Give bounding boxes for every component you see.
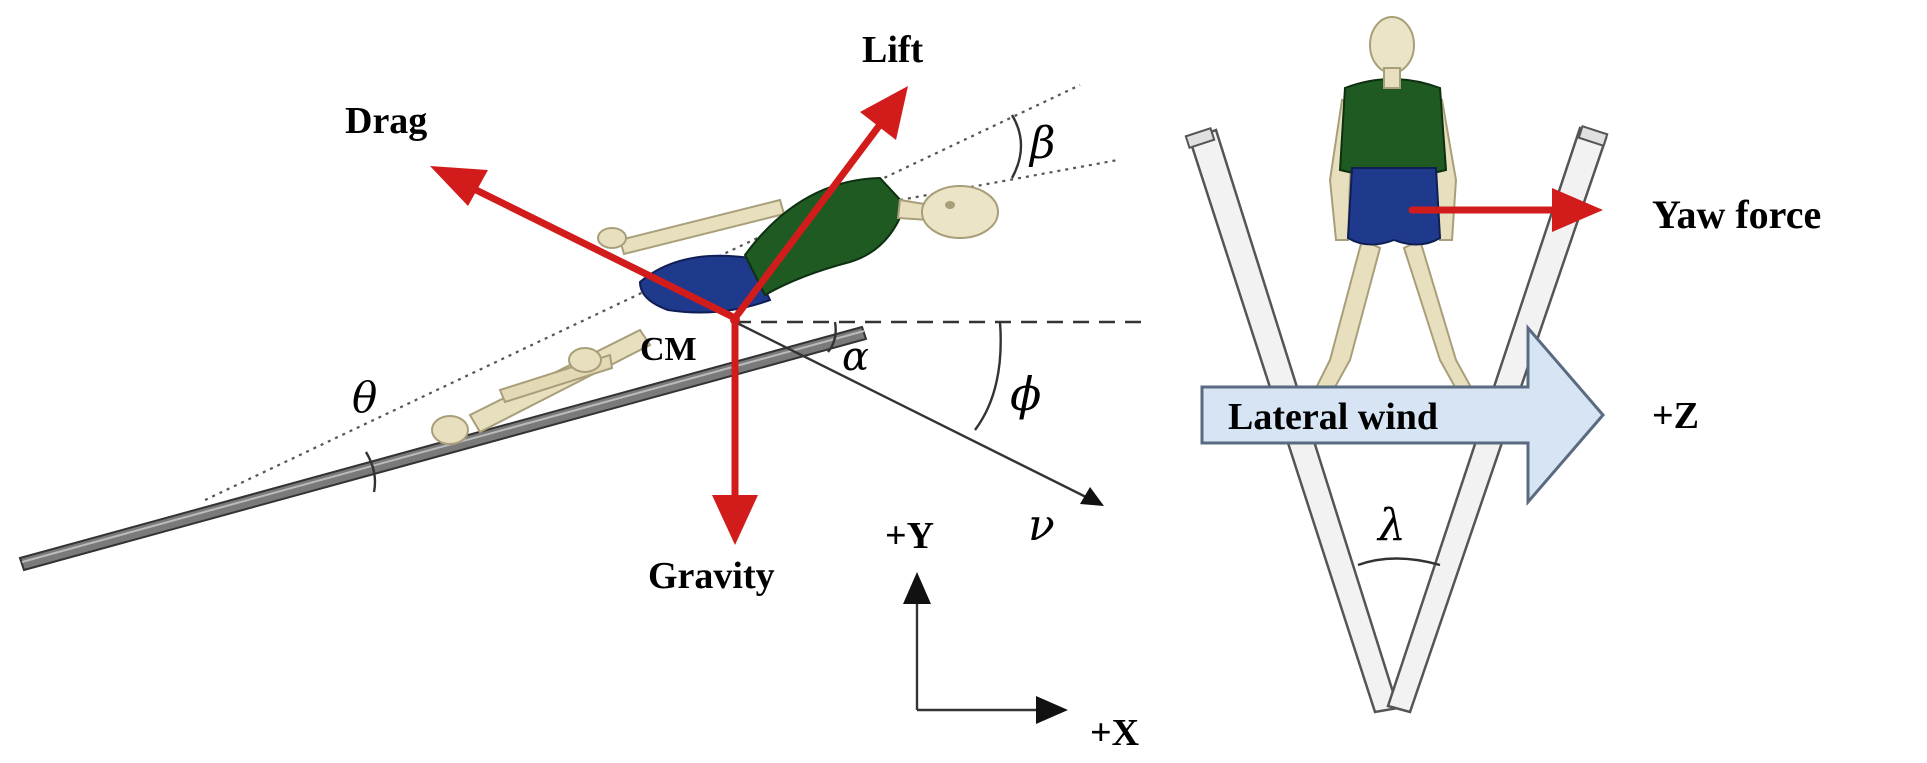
center-of-mass-label: CM xyxy=(640,331,697,368)
coordinate-axes xyxy=(903,572,1068,724)
lift-arrow xyxy=(731,86,908,322)
beta-reference-line xyxy=(899,158,1119,202)
beta-symbol: β xyxy=(1028,118,1055,169)
beta-arc xyxy=(1010,114,1023,179)
ski xyxy=(18,325,868,572)
lift-label: Lift xyxy=(862,29,924,71)
alpha-symbol: α xyxy=(842,334,869,380)
gravity-arrow xyxy=(712,314,758,545)
velocity-vector xyxy=(734,320,1104,506)
side-view: CM Lift Drag Gravity β α ϕ θ ν xyxy=(18,29,1150,754)
lambda-arc xyxy=(1357,557,1441,567)
x-axis-label: +X xyxy=(1090,712,1139,754)
z-axis-label: +Z xyxy=(1652,395,1699,437)
phi-arc xyxy=(974,321,1002,431)
gravity-label: Gravity xyxy=(648,555,775,597)
drag-arrow xyxy=(430,166,739,322)
lambda-symbol: λ xyxy=(1376,500,1406,551)
alpha-arc xyxy=(827,321,837,353)
lateral-wind-label: Lateral wind xyxy=(1228,396,1438,438)
drag-label: Drag xyxy=(345,100,427,142)
phi-symbol: ϕ xyxy=(1010,367,1041,421)
body-axis-line xyxy=(204,84,1081,501)
velocity-symbol: ν xyxy=(1028,500,1055,551)
jumper-figure-side xyxy=(431,176,999,445)
lateral-wind-arrow xyxy=(1200,323,1605,507)
theta-arc xyxy=(364,451,377,493)
front-view: Lateral wind +Z Yaw force λ xyxy=(1184,16,1821,714)
yaw-force-label: Yaw force xyxy=(1652,192,1821,237)
theta-symbol: θ xyxy=(352,373,377,422)
y-axis-label: +Y xyxy=(885,515,934,557)
yaw-force-arrow xyxy=(1408,188,1603,232)
